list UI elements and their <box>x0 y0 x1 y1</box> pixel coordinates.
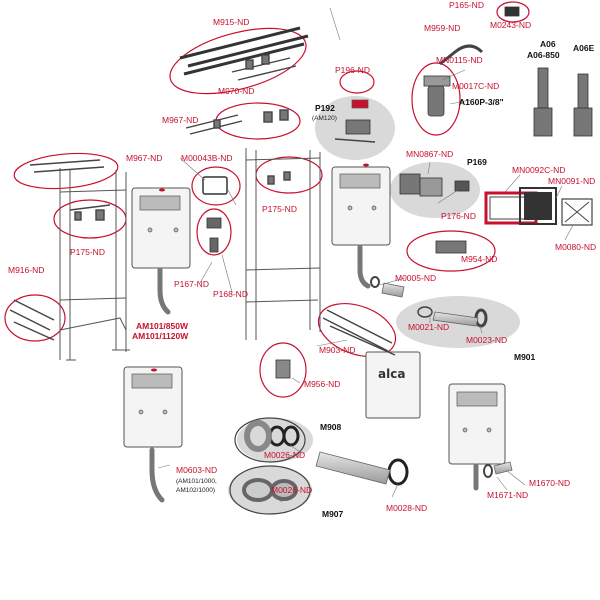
label-am101-850: AM101/850W <box>136 321 189 331</box>
label-m0005: M0005-ND <box>395 273 436 283</box>
label-mn0091: MN0091-ND <box>548 176 595 186</box>
label-p175-mid: P175-ND <box>262 204 297 214</box>
label-m901: M901 <box>514 352 536 362</box>
label-p167: P167-ND <box>174 279 209 289</box>
cistern-details <box>131 173 498 433</box>
label-m959: M959-ND <box>424 23 460 33</box>
label-m908: M908 <box>320 422 342 432</box>
label-p192: P192 <box>315 103 335 113</box>
label-m0080: M0080-ND <box>555 242 596 252</box>
label-am101-1120: AM101/1120W <box>132 331 189 341</box>
part-group-outlines <box>4 1 530 515</box>
label-p168: P168-ND <box>213 289 248 299</box>
label-m915: M915-ND <box>213 17 249 27</box>
label-mn0092c: MN0092C-ND <box>512 165 565 175</box>
leader-lines <box>157 7 574 503</box>
part-labels: P165-ND M0243-ND M915-ND M959-ND A06 A06… <box>8 0 596 519</box>
label-m967-left: M967-ND <box>126 153 162 163</box>
pipe-segments <box>315 282 513 485</box>
label-a06e: A06E <box>573 43 595 53</box>
label-m970: M970-ND <box>218 86 254 96</box>
label-m907: M907 <box>322 509 344 519</box>
label-m0026-b: M0026-ND <box>271 485 312 495</box>
seal-ring-icon <box>242 276 493 502</box>
label-m903: M903-ND <box>319 345 355 355</box>
brand-logo: alca <box>378 367 405 381</box>
label-p169: P169 <box>467 157 487 167</box>
label-p175-left: P175-ND <box>70 247 105 257</box>
label-m916: M916-ND <box>8 265 44 275</box>
bracket-icon <box>202 6 520 379</box>
bar-parts <box>179 26 309 76</box>
label-p165: P165-ND <box>449 0 484 10</box>
label-m0043b: M00043B-ND <box>181 153 233 163</box>
frame-icon <box>59 148 321 361</box>
label-m967-top: M967-ND <box>162 115 198 125</box>
label-a06-850: A06-850 <box>527 50 560 60</box>
label-m0023: M0023-ND <box>466 335 507 345</box>
label-m0603: M0603-ND <box>176 465 217 475</box>
screw-icon <box>9 54 396 356</box>
label-m0603-sub1: (AM101/1000, <box>176 478 217 485</box>
label-m0603-sub2: AM102/1000) <box>176 487 215 494</box>
label-m0017c: M0017C-ND <box>452 81 499 91</box>
pipe-icon <box>149 244 479 503</box>
label-m954: M954-ND <box>461 254 497 264</box>
label-m0028: M0028-ND <box>386 503 427 513</box>
label-m1671: M1671-ND <box>487 490 528 500</box>
label-m0026-a: M0026-ND <box>264 450 305 460</box>
flush-button-icon <box>484 187 593 226</box>
valve-icon <box>345 44 593 137</box>
label-m956: M956-ND <box>304 379 340 389</box>
label-m1670: M1670-ND <box>529 478 570 488</box>
cistern-red-dots <box>151 163 369 372</box>
label-p176: P176-ND <box>441 211 476 221</box>
label-mn0115: MN0115-ND <box>436 55 483 65</box>
label-mn0867: MN0867-ND <box>406 149 453 159</box>
label-p196: P196-ND <box>335 65 370 75</box>
label-p192-sub: (AM120) <box>312 115 337 122</box>
label-m0021: M0021-ND <box>408 322 449 332</box>
label-a160p: A160P-3/8" <box>459 97 504 107</box>
label-m0243: M0243-ND <box>490 20 531 30</box>
label-a06: A06 <box>540 39 556 49</box>
